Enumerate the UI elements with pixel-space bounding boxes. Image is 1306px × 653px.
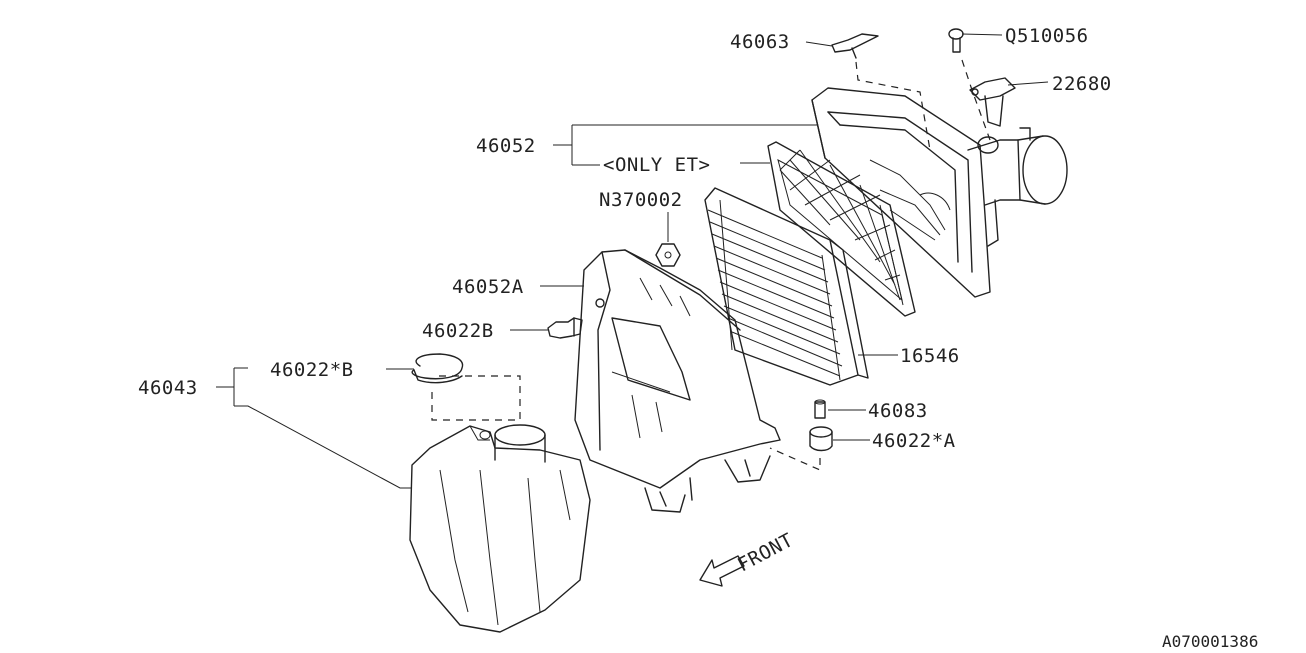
label-46052A: 46052A (452, 276, 524, 298)
nut-N370002 (655, 243, 681, 267)
label-N370002: N370002 (599, 189, 683, 211)
label-46052: 46052 (476, 135, 536, 157)
clip-46063 (831, 33, 931, 151)
label-16546: 16546 (900, 345, 960, 367)
diagram-code: A070001386 (1162, 632, 1258, 651)
label-46063: 46063 (730, 31, 790, 53)
grommet-46022B (547, 317, 583, 339)
label-46083: 46083 (868, 400, 928, 422)
filter-element-16546 (704, 187, 869, 386)
sensor-22680 (969, 77, 1016, 127)
label-front: FRONT (734, 529, 797, 576)
mesh-filter-only-et (767, 141, 916, 317)
lower-case-46052A (574, 249, 781, 513)
bushing-46022A-star (769, 426, 833, 471)
label-46043: 46043 (138, 377, 198, 399)
bolt-Q510056 (948, 28, 991, 141)
label-22680: 22680 (1052, 73, 1112, 95)
resonator-46043 (409, 424, 591, 633)
front-arrow-icon (699, 555, 745, 587)
leader-lines (216, 33, 1049, 489)
label-Q510056: Q510056 (1005, 25, 1089, 47)
pin-46083 (814, 399, 826, 419)
label-only-et: <ONLY ET> (603, 154, 710, 176)
upper-case-46052 (811, 87, 1068, 298)
label-46022-star-A: 46022*A (872, 430, 956, 452)
label-46022-star-B: 46022*B (270, 359, 354, 381)
clamp-46022B-star (411, 353, 521, 421)
label-46022B: 46022B (422, 320, 494, 342)
